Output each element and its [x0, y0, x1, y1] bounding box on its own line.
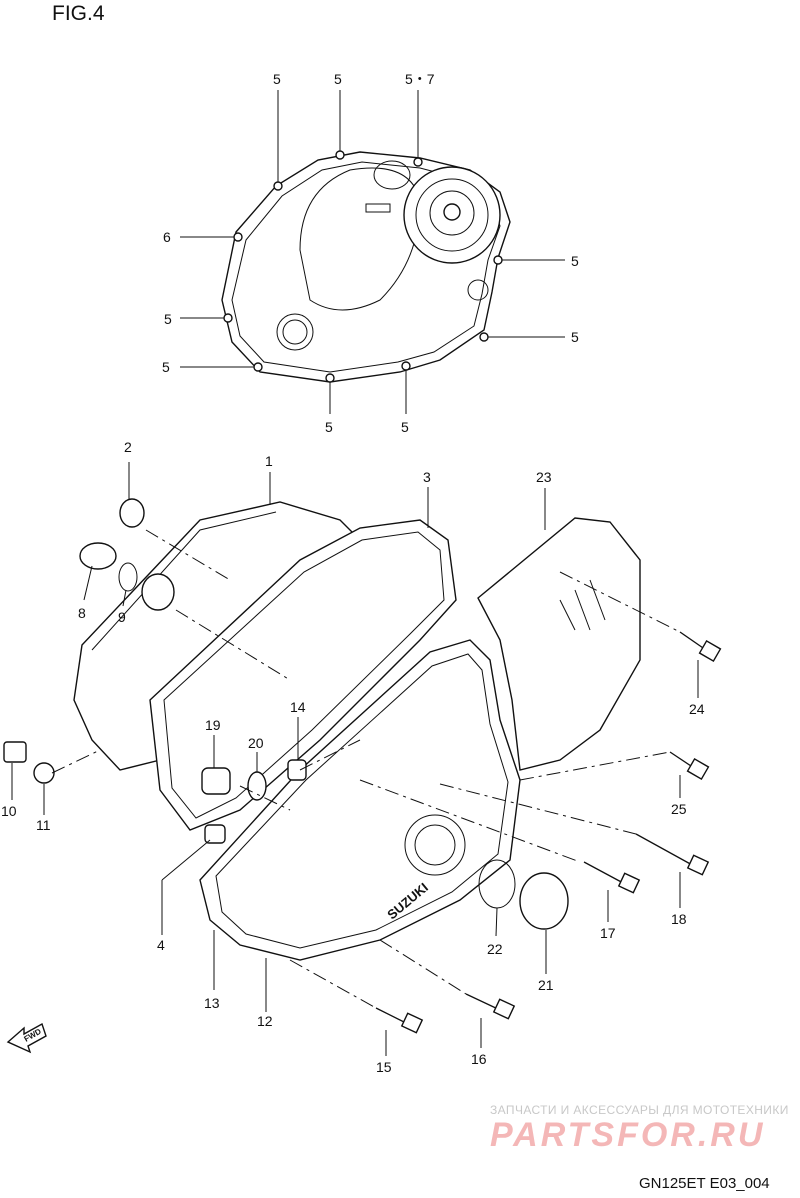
callout-15: 15: [376, 1059, 392, 1075]
callout-5: 5: [273, 71, 281, 87]
cover-inner-view: [180, 90, 565, 414]
callout-19: 19: [205, 717, 221, 733]
callout-1: 1: [265, 453, 273, 469]
pin-14: [287, 759, 307, 781]
callout-3: 3: [423, 469, 431, 485]
bolt-18: [635, 833, 710, 876]
callout-12: 12: [257, 1013, 273, 1029]
callout-21: 21: [538, 977, 554, 993]
callout-5: 5: [162, 359, 170, 375]
bolt-15: [375, 1007, 424, 1034]
callout-5: 5: [164, 311, 172, 327]
washer-11: [33, 762, 55, 784]
callout-labels: 5 5 5・7 6 5 5 5 5 5 5 2 1 3 23 8 9 24 14…: [1, 71, 705, 1075]
callout-25: 25: [671, 801, 687, 817]
crankcase-cover-assembly: SUZUKI: [3, 462, 722, 1056]
callout-9: 9: [118, 609, 126, 625]
callout-18: 18: [671, 911, 687, 927]
plug-19: [201, 767, 231, 795]
callout-13: 13: [204, 995, 220, 1011]
bolt-17: [583, 861, 641, 894]
watermark-logo: PARTSFOR.RU: [490, 1116, 766, 1154]
plug-8: [79, 542, 117, 570]
o-ring-9: [118, 562, 138, 592]
callout-8: 8: [78, 605, 86, 621]
drawing-code: GN125ET E03_004: [639, 1175, 770, 1192]
callout-5: 5: [334, 71, 342, 87]
callout-16: 16: [471, 1051, 487, 1067]
callout-5: 5: [401, 419, 409, 435]
callout-5: 5: [571, 253, 579, 269]
callout-23: 23: [536, 469, 552, 485]
cap-21: [519, 872, 569, 930]
callout-20: 20: [248, 735, 264, 751]
callout-5: 5: [571, 329, 579, 345]
bolt-24: [679, 631, 722, 663]
pin-4: [204, 824, 226, 844]
callout-2: 2: [124, 439, 132, 455]
callout-22: 22: [487, 941, 503, 957]
callout-11: 11: [36, 817, 51, 833]
callout-10: 10: [1, 803, 17, 819]
cap-2: [119, 498, 145, 528]
watermark-caption: ЗАПЧАСТИ И АКСЕССУАРЫ ДЛЯ МОТОТЕХНИКИ: [490, 1103, 789, 1117]
callout-17: 17: [600, 925, 616, 941]
plug-socket: [141, 573, 175, 611]
figure-title: FIG.4: [52, 2, 105, 25]
o-ring-20: [247, 771, 267, 801]
callout-4: 4: [157, 937, 165, 953]
callout-14: 14: [290, 699, 306, 715]
drain-bolt-10: [3, 741, 27, 763]
bolt-25: [669, 751, 710, 781]
callout-6: 6: [163, 229, 171, 245]
bolt-16: [465, 993, 516, 1020]
fwd-arrow-icon: FWD: [6, 1022, 47, 1054]
callout-5: 5: [325, 419, 333, 435]
callout-5-7: 5・7: [405, 71, 435, 87]
callout-24: 24: [689, 701, 705, 717]
